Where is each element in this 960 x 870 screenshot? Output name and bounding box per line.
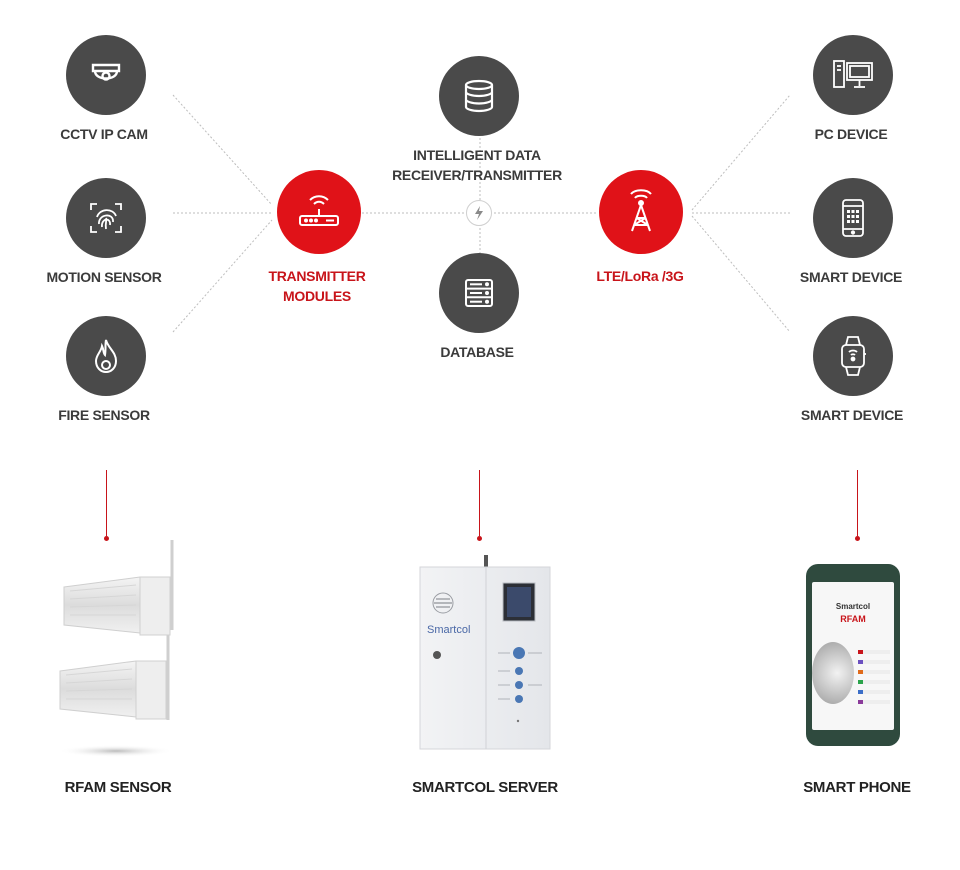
fingerprint-icon	[90, 203, 122, 233]
hub-node	[466, 200, 492, 226]
cctv-node	[66, 35, 146, 115]
data-receiver-node	[439, 56, 519, 136]
fire-sensor-label: FIRE SENSOR	[58, 407, 150, 423]
app-title: RFAM	[840, 614, 866, 624]
rfam-sensor-image	[50, 535, 190, 765]
cctv-label: CCTV IP CAM	[60, 126, 148, 142]
smart-device-label-2: SMART DEVICE	[800, 407, 904, 423]
network-label: LTE/LoRa /3G	[596, 268, 684, 284]
server-rack-icon	[465, 279, 493, 307]
server-connector	[479, 470, 480, 536]
database-node	[439, 253, 519, 333]
pc-device-node	[813, 35, 893, 115]
database-stack-icon	[464, 79, 494, 113]
transmitter-label-line1: TRANSMITTER	[268, 268, 366, 284]
server-brand-text: Smartcol	[427, 624, 471, 636]
data-receiver-label-line1: INTELLIGENT DATA	[413, 147, 541, 163]
smart-device-node	[813, 178, 893, 258]
antenna-tower-icon	[630, 189, 652, 232]
pc-device-label: PC DEVICE	[814, 126, 888, 142]
motion-sensor-node	[66, 178, 146, 258]
server-connector-dot	[477, 536, 482, 541]
phone-connector-dot	[855, 536, 860, 541]
phone-connector	[857, 470, 858, 536]
smartwatch-node	[813, 316, 893, 396]
smartcol-server-label: SMARTCOL SERVER	[412, 779, 558, 796]
lightning-icon	[475, 206, 483, 220]
transmitter-node	[277, 170, 361, 254]
app-dial-icon	[812, 642, 854, 704]
rfam-connector-dot	[104, 536, 109, 541]
smart-device-label-1: SMART DEVICE	[799, 269, 903, 285]
smart-phone-label: SMART PHONE	[803, 779, 911, 796]
smartphone-icon	[842, 199, 864, 237]
flame-icon	[94, 339, 118, 374]
rfam-sensor-label: RFAM SENSOR	[64, 779, 172, 796]
phone-screen: Smartcol RFAM	[812, 582, 894, 730]
desktop-pc-icon	[833, 60, 873, 88]
smartcol-server-image: Smartcol	[410, 553, 560, 758]
rfam-connector	[106, 470, 107, 536]
router-icon	[299, 195, 339, 226]
smart-phone-image: Smartcol RFAM	[806, 564, 902, 750]
app-brand: Smartcol	[835, 602, 871, 611]
data-receiver-label-line2: RECEIVER/TRANSMITTER	[392, 167, 562, 183]
network-node	[599, 170, 683, 254]
smartwatch-icon	[841, 336, 866, 376]
fire-sensor-node	[66, 316, 146, 396]
transmitter-label-line2: MODULES	[283, 288, 351, 304]
cctv-camera-icon	[91, 63, 121, 81]
app-menu-list	[858, 650, 890, 710]
motion-sensor-label: MOTION SENSOR	[46, 269, 162, 285]
database-label: DATABASE	[440, 344, 514, 360]
